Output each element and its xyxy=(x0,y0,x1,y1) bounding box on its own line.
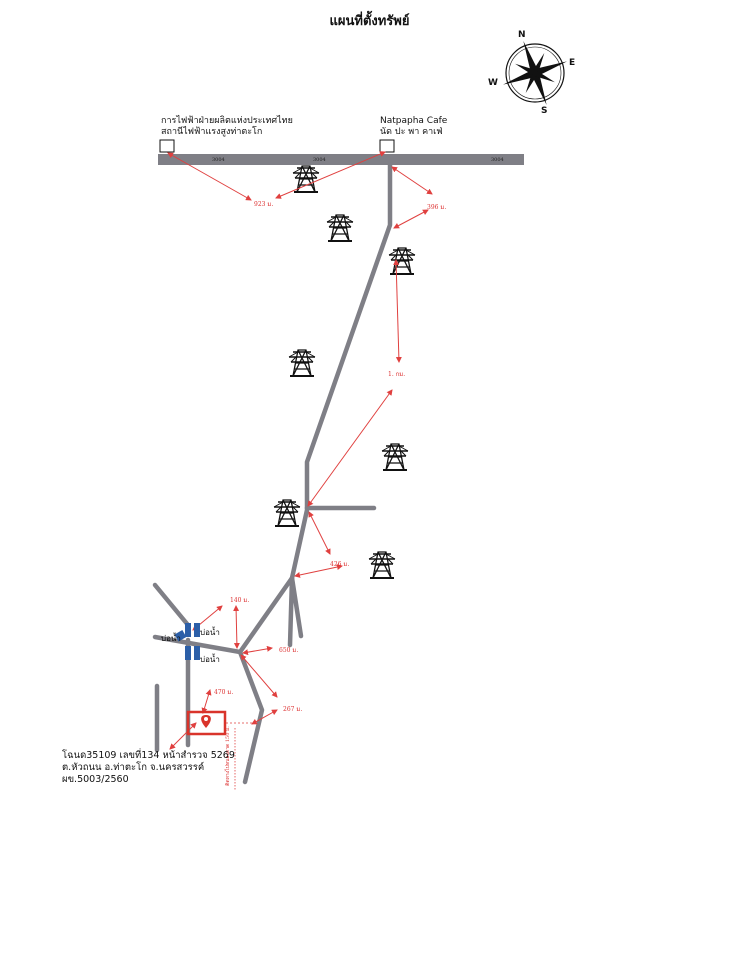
reference-number: ผข.5003/2560 xyxy=(62,774,129,785)
deed-info: โฉนด35109 เลขที่134 หน้าสำรวจ 5269 xyxy=(62,750,235,761)
cafe-name: Natpapha Cafe xyxy=(380,116,448,126)
distance-label: 267 ม. xyxy=(283,706,303,713)
ponds xyxy=(174,623,200,660)
road-number: 3004 xyxy=(313,157,326,163)
property-description: โฉนด35109 เลขที่134 หน้าสำรวจ 5269 ต.หัว… xyxy=(62,750,235,786)
road-number: 3004 xyxy=(212,157,225,163)
cafe-marker xyxy=(379,139,395,153)
pylon-icon xyxy=(273,499,301,527)
power-station-label: การไฟฟ้าฝ่ายผลิตแห่งประเทศไทย สถานีไฟฟ้า… xyxy=(161,116,293,138)
pylon-icon xyxy=(368,551,396,579)
pylon-icon xyxy=(388,247,416,275)
pond-label: บ่อน้ำ xyxy=(200,628,220,637)
distance-label: 650 ม. xyxy=(279,647,299,654)
power-station-subname: สถานีไฟฟ้าแรงสูงท่าตะโก xyxy=(161,127,263,137)
power-station-name: การไฟฟ้าฝ่ายผลิตแห่งประเทศไทย xyxy=(161,116,293,126)
compass-north-label: N xyxy=(518,30,526,40)
compass-south-label: S xyxy=(541,106,548,116)
pylon-icon xyxy=(381,443,409,471)
compass-east-label: E xyxy=(569,58,576,68)
distance-label: 1. กม. xyxy=(388,371,406,378)
pond-label: บ่อน้ำ xyxy=(200,655,220,664)
distance-label: 470 ม. xyxy=(214,689,234,696)
map-title: แผนที่ตั้งทรัพย์ xyxy=(329,14,410,29)
compass-west-label: W xyxy=(488,78,498,88)
pylon-icon xyxy=(326,214,354,242)
pylon-icon xyxy=(288,349,316,377)
distance-arrows xyxy=(167,151,433,750)
distance-label: 140 ม. xyxy=(230,597,250,604)
address-info: ต.หัวถนน อ.ท่าตะโก จ.นครสวรรค์ xyxy=(62,762,205,773)
power-station-marker xyxy=(159,139,175,153)
local-roads xyxy=(152,162,393,785)
distance-label: 426 ม. xyxy=(330,561,350,568)
distance-label: 396 ม. xyxy=(427,204,447,211)
cafe-label: Natpapha Cafe นัด ปะ พา คาเฟ่ xyxy=(380,116,447,138)
property-location-pin-icon xyxy=(186,710,227,736)
distance-label: 923 ม. xyxy=(254,201,274,208)
pond-label: บ่อน้ำ xyxy=(161,634,181,643)
compass-rose-icon xyxy=(503,41,567,105)
pylon-icon xyxy=(292,165,320,193)
cafe-thai-name: นัด ปะ พา คาเฟ่ xyxy=(380,127,443,137)
road-number: 3004 xyxy=(491,157,504,163)
